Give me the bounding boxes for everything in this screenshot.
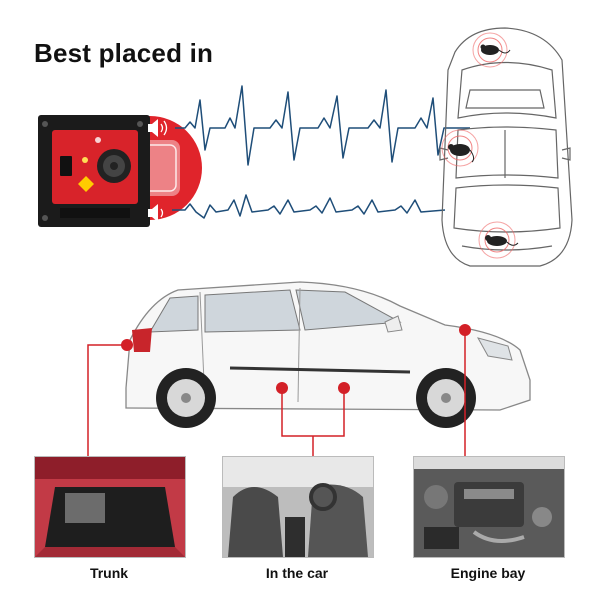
engine-bay-label: Engine bay [450,565,526,581]
trunk-location-dot [121,339,133,351]
cabin-location-dot-right [338,382,350,394]
engine-location-dot [459,324,471,336]
rodent-marker-middle [441,129,479,167]
rodent-marker-bottom [478,221,519,259]
sound-wave-lower [172,194,446,219]
car-top-view [439,27,573,267]
trunk-label: Trunk [89,565,129,581]
sound-wave-upper [175,85,470,166]
page-title: Best placed in [34,38,214,68]
in-car-label: In the car [265,565,329,581]
indicator-led-icon [82,157,88,163]
location-connectors [87,332,466,470]
engine-bay-photo [413,456,565,558]
interior-photo [222,456,374,558]
warning-icon [78,176,94,192]
car-side-view [125,281,531,428]
sound-in-icon [148,204,164,222]
sound-out-icon [148,119,168,137]
repeller-device [38,115,150,227]
rodent-marker-top [472,32,511,68]
trunk-photo [34,456,186,558]
power-switch-icon [60,156,72,176]
cabin-location-dot-left [276,382,288,394]
